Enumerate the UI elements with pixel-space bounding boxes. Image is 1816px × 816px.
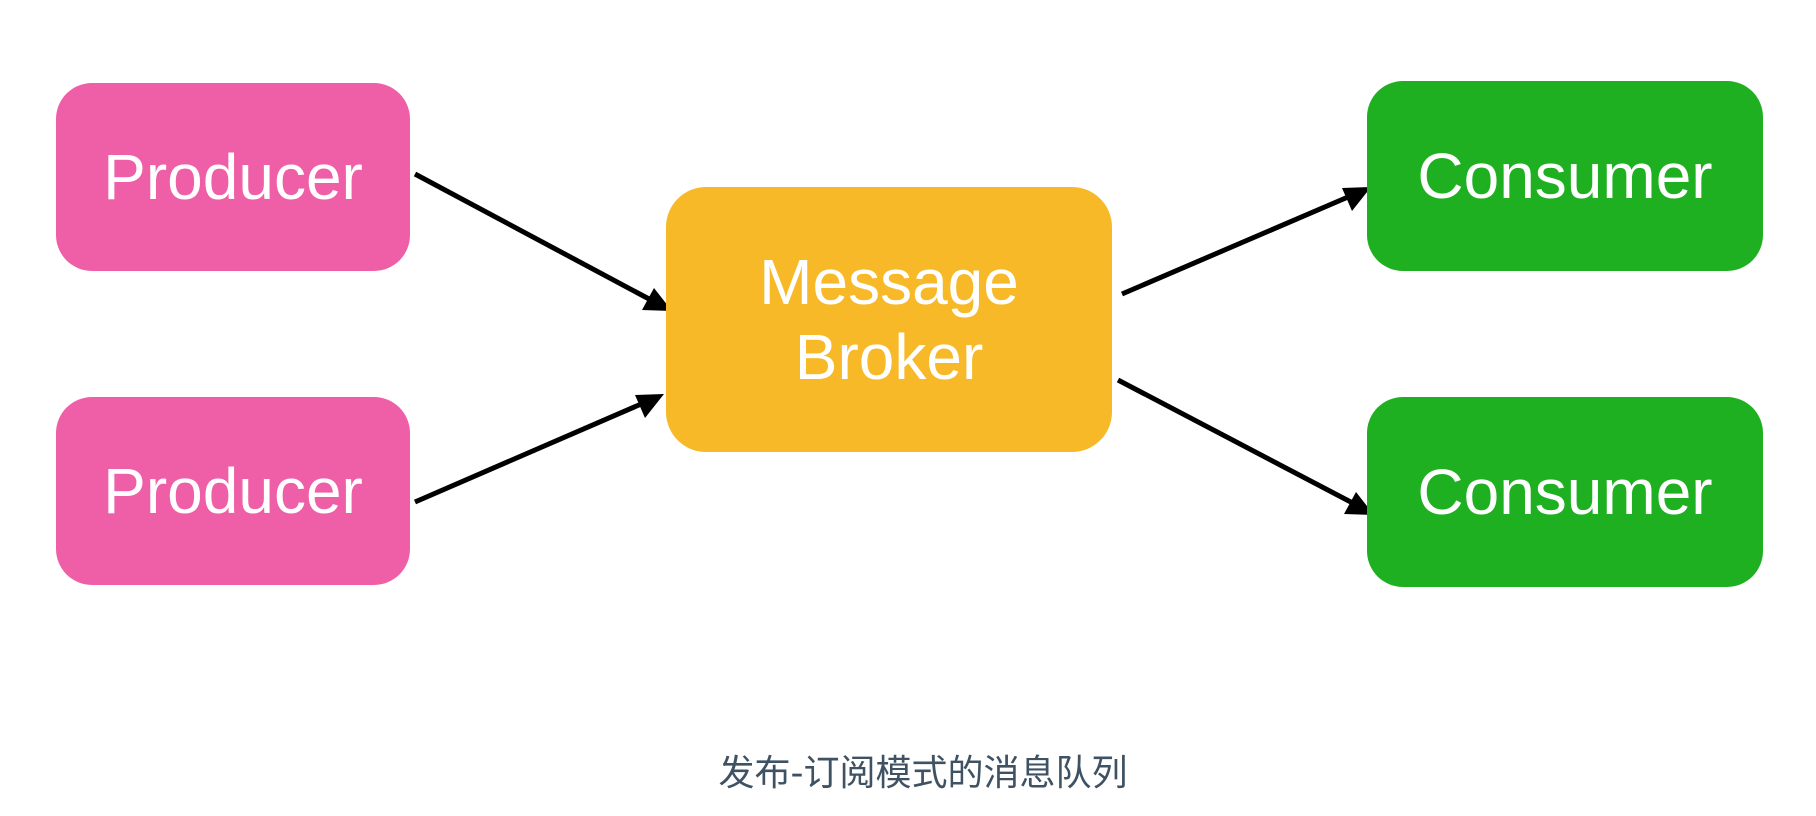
producer-node-1: Producer: [56, 83, 410, 271]
arrow-broker-to-consumer2: [1116, 377, 1368, 513]
arrow-producer2-to-broker: [414, 395, 656, 505]
producer-node-2: Producer: [56, 397, 410, 585]
message-broker-node: Message Broker: [666, 187, 1112, 452]
consumer-node-2: Consumer: [1367, 397, 1763, 587]
broker-label-line-2: Broker: [794, 320, 984, 393]
arrow-producer1-to-broker: [413, 171, 666, 310]
broker-label-line-1: Message: [759, 245, 1019, 318]
producer-label-1: Producer: [103, 141, 363, 213]
arrowhead-producer2-to-broker: [635, 394, 664, 418]
diagram-caption: 发布-订阅模式的消息队列: [718, 753, 1128, 794]
arrow-broker-to-consumer1: [1121, 188, 1363, 297]
consumer-node-1: Consumer: [1367, 81, 1763, 271]
producer-label-2: Producer: [103, 455, 363, 527]
consumer-label-2: Consumer: [1417, 456, 1713, 528]
consumer-label-1: Consumer: [1417, 140, 1713, 212]
